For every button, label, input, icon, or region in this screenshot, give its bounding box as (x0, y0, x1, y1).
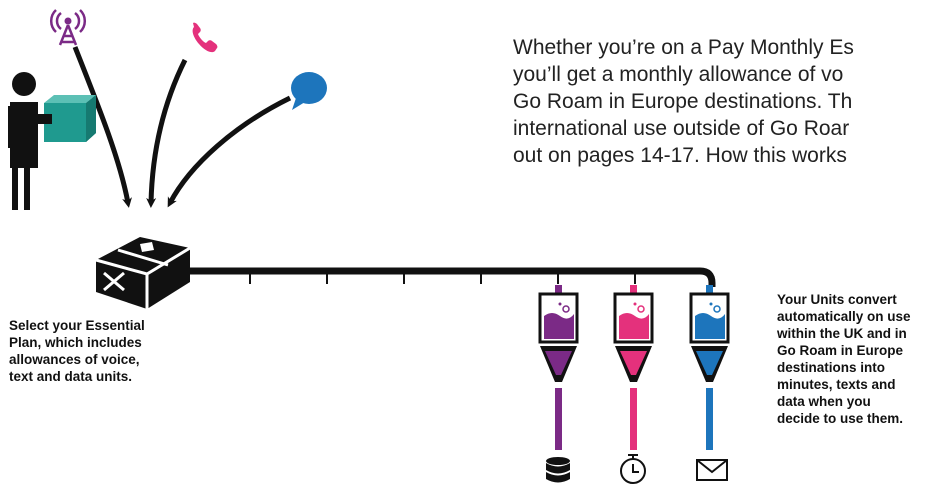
caption-line: automatically on use (777, 309, 911, 324)
converter-purple (538, 285, 579, 450)
person-with-box-icon (8, 72, 96, 210)
caption-line: within the UK and in (777, 326, 907, 341)
caption-line: Plan, which includes (9, 335, 142, 350)
intro-line: you’ll get a monthly allowance of vo (513, 63, 844, 86)
connector-line (185, 267, 716, 287)
phone-icon (192, 22, 218, 53)
caption-line: Go Roam in Europe (777, 343, 904, 358)
intro-paragraph: Whether you’re on a Pay Monthly Es you’l… (513, 34, 946, 169)
converter-blue (689, 285, 730, 450)
caption-line: minutes, texts and (777, 377, 896, 392)
caption-line: Your Units convert (777, 292, 897, 307)
caption-line: allowances of voice, (9, 352, 140, 367)
caption-line: Select your Essential (9, 318, 145, 333)
package-box-icon (95, 237, 191, 309)
caption-line: data when you (777, 394, 871, 409)
chat-bubble-icon (291, 72, 327, 110)
caption-line: text and data units. (9, 369, 133, 384)
intro-line: international use outside of Go Roar (513, 117, 850, 140)
envelope-icon (696, 459, 728, 481)
caption-line: destinations into (777, 360, 885, 375)
units-caption: Your Units convert automatically on use … (777, 291, 946, 427)
plan-caption: Select your Essential Plan, which includ… (9, 317, 209, 385)
caption-line: decide to use them. (777, 411, 904, 426)
incoming-arrows (72, 46, 292, 208)
database-icon (546, 457, 570, 483)
intro-line: Go Roam in Europe destinations. Th (513, 90, 853, 113)
intro-line: Whether you’re on a Pay Monthly Es (513, 36, 854, 59)
converter-pink (613, 285, 654, 450)
stopwatch-icon (620, 454, 646, 484)
intro-line: out on pages 14-17. How this works (513, 144, 847, 167)
signal-tower-icon (49, 9, 87, 46)
